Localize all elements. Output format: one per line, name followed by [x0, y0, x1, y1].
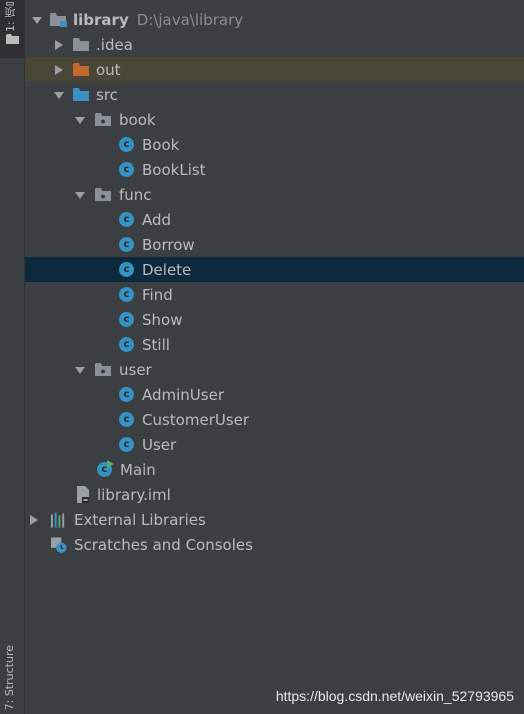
package-icon	[95, 361, 112, 378]
node-label: Delete	[142, 260, 192, 279]
node-label: library.iml	[97, 485, 171, 504]
node-label: Show	[142, 310, 183, 329]
class-icon: c	[118, 311, 135, 328]
class-icon: c	[118, 211, 135, 228]
run-badge-icon	[107, 460, 114, 468]
class-icon-letter: c	[119, 212, 134, 227]
folder-icon	[73, 36, 90, 53]
root-name: library	[73, 10, 129, 29]
class-icon: c	[118, 161, 135, 178]
tree-node-main[interactable]: c Main	[25, 457, 524, 482]
package-icon	[95, 111, 112, 128]
class-icon: c	[118, 136, 135, 153]
tree-node-src[interactable]: src	[25, 82, 524, 107]
tree-node-class[interactable]: c Show	[25, 307, 524, 332]
tree-node-external-libraries[interactable]: External Libraries	[25, 507, 524, 532]
node-label: External Libraries	[74, 510, 206, 529]
node-label: AdminUser	[142, 385, 224, 404]
node-label: user	[119, 360, 152, 379]
node-label: src	[96, 85, 118, 104]
collapsed-arrow-icon[interactable]	[53, 39, 65, 51]
class-icon: c	[118, 386, 135, 403]
main-class-icon: c	[96, 460, 114, 478]
class-icon: c	[118, 436, 135, 453]
tree-node-class[interactable]: c Borrow	[25, 232, 524, 257]
idea-label: idea	[100, 35, 133, 54]
tree-node-class[interactable]: c CustomerUser	[25, 407, 524, 432]
class-icon-letter: c	[119, 337, 134, 352]
module-folder-icon	[50, 11, 67, 28]
source-folder-icon	[73, 86, 90, 103]
node-label: .idea	[96, 35, 133, 54]
scratches-icon	[50, 536, 67, 553]
node-label: CustomerUser	[142, 410, 250, 429]
class-icon-letter: c	[119, 312, 134, 327]
tree-node-scratches[interactable]: Scratches and Consoles	[25, 532, 524, 557]
node-label: Find	[142, 285, 173, 304]
tree-node-out[interactable]: out	[25, 57, 524, 82]
tree-node-user[interactable]: user	[25, 357, 524, 382]
expanded-arrow-icon[interactable]	[74, 189, 86, 201]
class-icon-letter: c	[119, 437, 134, 452]
expanded-arrow-icon[interactable]	[31, 14, 43, 26]
project-tab-label: 1: 项目	[4, 2, 17, 32]
expanded-arrow-icon[interactable]	[74, 364, 86, 376]
class-icon: c	[118, 261, 135, 278]
class-icon: c	[118, 411, 135, 428]
node-label: User	[142, 435, 177, 454]
class-icon-letter: c	[119, 387, 134, 402]
class-icon-letter: c	[119, 287, 134, 302]
node-label: library D:\java\library	[73, 11, 243, 29]
package-icon	[95, 186, 112, 203]
tree-node-class[interactable]: c User	[25, 432, 524, 457]
tree-node-class[interactable]: c BookList	[25, 157, 524, 182]
tree-node-iml[interactable]: library.iml	[25, 482, 524, 507]
library-icon	[50, 511, 67, 528]
node-label: out	[96, 60, 121, 79]
structure-tab-button[interactable]: 7: Structure	[3, 644, 16, 710]
node-label: BookList	[142, 160, 206, 179]
tree-node-class[interactable]: c Still	[25, 332, 524, 357]
node-label: Scratches and Consoles	[74, 535, 253, 554]
project-tree: library D:\java\library .idea out src	[25, 7, 524, 557]
class-icon-letter: c	[119, 262, 134, 277]
class-icon: c	[118, 286, 135, 303]
iml-file-icon	[74, 486, 91, 503]
tree-node-idea[interactable]: .idea	[25, 32, 524, 57]
class-icon: c	[118, 336, 135, 353]
node-label: func	[119, 185, 152, 204]
tree-node-class-selected[interactable]: c Delete	[25, 257, 524, 282]
tree-node-library[interactable]: library D:\java\library	[25, 7, 524, 32]
left-tool-strip: 1: 项目 7: Structure	[0, 0, 25, 714]
node-label: Still	[142, 335, 170, 354]
expanded-arrow-icon[interactable]	[74, 114, 86, 126]
tree-node-func[interactable]: func	[25, 182, 524, 207]
watermark: https://blog.csdn.net/weixin_52793965	[275, 688, 514, 704]
tree-node-class[interactable]: c Add	[25, 207, 524, 232]
root-path: D:\java\library	[136, 10, 244, 29]
project-tab-button[interactable]: 1: 项目	[0, 0, 24, 58]
tree-node-book[interactable]: book	[25, 107, 524, 132]
node-label: Add	[142, 210, 172, 229]
node-label: book	[119, 110, 156, 129]
class-icon: c	[118, 236, 135, 253]
collapsed-arrow-icon[interactable]	[53, 64, 65, 76]
node-label: Main	[120, 460, 156, 479]
class-icon-letter: c	[119, 162, 134, 177]
tree-node-class[interactable]: c Find	[25, 282, 524, 307]
class-icon-letter: c	[119, 237, 134, 252]
collapsed-arrow-icon[interactable]	[28, 514, 40, 526]
node-label: Book	[142, 135, 180, 154]
tree-node-class[interactable]: c Book	[25, 132, 524, 157]
node-label: Borrow	[142, 235, 195, 254]
excluded-folder-icon	[73, 61, 90, 78]
class-icon-letter: c	[119, 137, 134, 152]
folder-icon	[6, 34, 19, 44]
expanded-arrow-icon[interactable]	[53, 89, 65, 101]
class-icon-letter: c	[119, 412, 134, 427]
tree-node-class[interactable]: c AdminUser	[25, 382, 524, 407]
